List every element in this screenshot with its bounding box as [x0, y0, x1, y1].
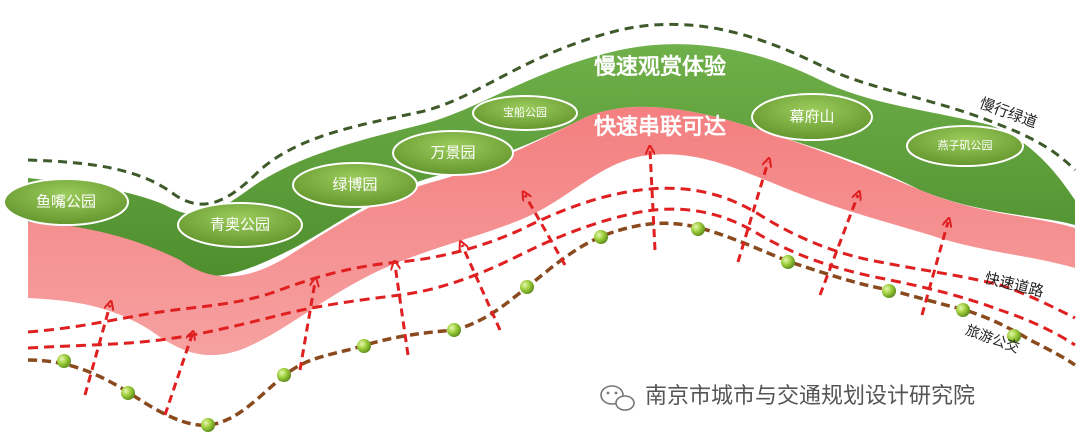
slow-band-title: 慢速观赏体验 [594, 54, 726, 80]
watermark: 南京市城市与交通规划设计研究院 [600, 384, 975, 411]
bus-stop [357, 339, 371, 353]
park-node: 万景园 [392, 130, 514, 176]
park-node: 幕府山 [751, 93, 873, 141]
access-arrow [650, 150, 657, 251]
access-arrow [818, 195, 858, 296]
access-arrow [736, 162, 768, 263]
access-arrow [462, 245, 502, 331]
bus-stop [956, 303, 970, 317]
park-node: 燕子矶公园 [906, 125, 1024, 167]
fast-band-title: 快速串联可达 [594, 114, 726, 140]
bus-stop [594, 230, 608, 244]
bus-stop [691, 222, 705, 236]
access-arrow [298, 282, 315, 371]
bus-stop [277, 368, 291, 382]
park-node: 青奥公园 [177, 202, 303, 248]
park-node: 鱼嘴公园 [3, 178, 129, 226]
park-label: 万景园 [430, 144, 475, 162]
park-label: 幕府山 [789, 108, 834, 126]
park-nodes: 鱼嘴公园 青奥公园 绿博园 万景园 宝船公园 幕府山 燕子矶公园 [3, 93, 1024, 248]
bus-stops [57, 222, 1021, 432]
park-node: 宝船公园 [472, 95, 578, 131]
access-arrow [525, 195, 567, 266]
wechat-icon [600, 385, 635, 411]
tour-bus-label: 旅游公交 [963, 322, 1021, 357]
expressway-label: 快速道路 [983, 269, 1046, 301]
access-arrows [83, 150, 948, 416]
bus-stop [201, 418, 215, 432]
park-label: 绿博园 [332, 176, 377, 194]
access-arrow [395, 265, 410, 356]
park-label: 宝船公园 [503, 105, 547, 119]
greenway-line [27, 22, 1077, 206]
bus-stop [447, 323, 461, 337]
access-arrow [163, 335, 192, 416]
park-label: 青奥公园 [210, 216, 270, 234]
expressway-line-lower [27, 207, 1076, 350]
bus-stop [1007, 329, 1021, 343]
park-label: 燕子矶公园 [938, 139, 993, 152]
access-arrow [920, 222, 948, 316]
bus-stop [121, 386, 135, 400]
expressway-line-upper [27, 186, 1076, 334]
fast-band [28, 106, 1075, 356]
bus-stop [57, 354, 71, 368]
watermark-text: 南京市城市与交通规划设计研究院 [645, 384, 975, 409]
park-label: 鱼嘴公园 [36, 193, 96, 211]
park-node: 绿博园 [292, 162, 418, 208]
bus-stop [781, 255, 795, 269]
access-arrow [83, 305, 110, 396]
bus-stop [520, 280, 534, 294]
bus-stop [882, 284, 896, 298]
